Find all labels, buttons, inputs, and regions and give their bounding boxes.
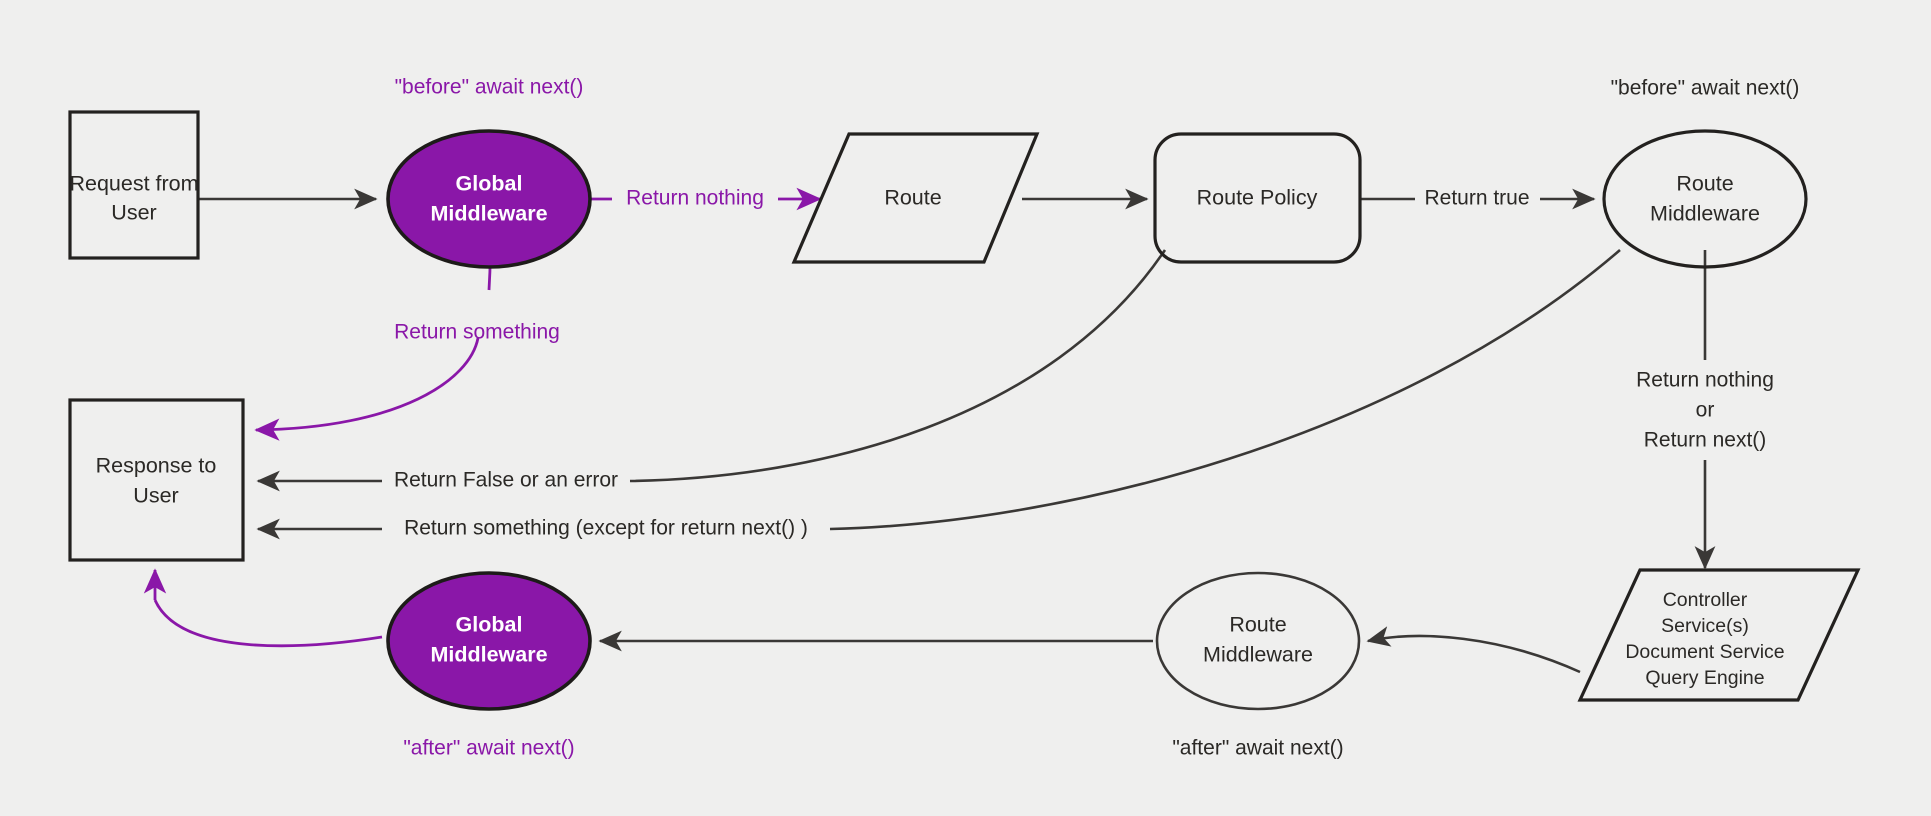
route-middleware-bottom-label-line1: Route bbox=[1229, 613, 1286, 637]
controller-services-label-line3: Document Service bbox=[1625, 641, 1784, 663]
route-middleware-top-ellipse bbox=[1602, 129, 1808, 269]
edge-label-return-something-except: Return something (except for return next… bbox=[404, 517, 808, 540]
route-middleware-top-label-line2: Middleware bbox=[1650, 202, 1760, 226]
edge-label-return-nothing-or-next-line3: Return next() bbox=[1644, 429, 1767, 452]
node-global-middleware-bottom[interactable]: Global Middleware bbox=[386, 571, 592, 711]
node-response-to-user[interactable]: Response to User bbox=[68, 398, 245, 562]
node-route[interactable]: Route bbox=[791, 132, 1040, 264]
global-middleware-bottom-label-line1: Global bbox=[456, 613, 523, 637]
node-controller-services[interactable]: Controller Service(s) Document Service Q… bbox=[1577, 568, 1861, 702]
global-middleware-top-label-line1: Global bbox=[456, 172, 523, 196]
edge-route-policy-return-false-right bbox=[629, 249, 1167, 483]
edge-label-return-nothing-or-next-line2: or bbox=[1696, 399, 1715, 422]
annotation-before-await-next-top-left: "before" await next() bbox=[395, 76, 584, 99]
edge-label-return-nothing-or-next-line1: Return nothing bbox=[1636, 369, 1774, 392]
global-middleware-bottom-ellipse bbox=[386, 571, 592, 711]
edge-label-return-something: Return something bbox=[394, 321, 560, 344]
edge-label-return-true: Return true bbox=[1424, 187, 1529, 210]
route-policy-box bbox=[1153, 132, 1362, 264]
request-from-user-label-line1: Request from bbox=[69, 172, 198, 196]
global-middleware-bottom-label-line2: Middleware bbox=[430, 643, 547, 667]
route-middleware-bottom-ellipse bbox=[1155, 571, 1361, 711]
annotation-after-await-next-bottom-left: "after" await next() bbox=[403, 737, 574, 760]
controller-services-label-line2: Service(s) bbox=[1661, 615, 1749, 637]
controller-services-label-line4: Query Engine bbox=[1645, 667, 1764, 689]
route-label: Route bbox=[884, 186, 941, 210]
controller-services-parallelogram bbox=[1577, 568, 1861, 702]
annotation-before-await-next-top-right: "before" await next() bbox=[1611, 77, 1800, 100]
route-middleware-top-label-line1: Route bbox=[1676, 172, 1733, 196]
edge-global-middleware-return-something bbox=[254, 337, 480, 441]
global-middleware-top-ellipse bbox=[386, 129, 592, 269]
annotation-after-await-next-bottom-right: "after" await next() bbox=[1172, 737, 1343, 760]
node-request-from-user[interactable]: Request from User bbox=[68, 110, 200, 260]
controller-services-label-line1: Controller bbox=[1663, 589, 1748, 611]
node-route-middleware-top[interactable]: Route Middleware bbox=[1602, 129, 1808, 269]
edge-global-middleware-bottom-to-response-curve bbox=[153, 599, 383, 648]
edge-controller-to-route-middleware-bottom bbox=[1366, 626, 1581, 674]
request-from-user-box bbox=[68, 110, 200, 260]
node-route-policy[interactable]: Route Policy bbox=[1153, 132, 1362, 264]
node-route-middleware-bottom[interactable]: Route Middleware bbox=[1155, 571, 1361, 711]
request-from-user-label-line2: User bbox=[111, 201, 156, 225]
response-to-user-label-line2: User bbox=[133, 484, 178, 508]
edge-label-return-false-or-error: Return False or an error bbox=[394, 469, 618, 492]
response-to-user-box bbox=[68, 398, 245, 562]
route-policy-label: Route Policy bbox=[1197, 186, 1318, 210]
route-parallelogram bbox=[791, 132, 1040, 264]
edge-label-return-nothing: Return nothing bbox=[626, 187, 764, 210]
node-global-middleware-top[interactable]: Global Middleware bbox=[386, 129, 592, 269]
route-middleware-bottom-label-line2: Middleware bbox=[1203, 643, 1313, 667]
edge-route-middleware-return-something-right bbox=[829, 249, 1621, 531]
response-to-user-label-line1: Response to bbox=[96, 454, 217, 478]
global-middleware-top-label-line2: Middleware bbox=[430, 202, 547, 226]
